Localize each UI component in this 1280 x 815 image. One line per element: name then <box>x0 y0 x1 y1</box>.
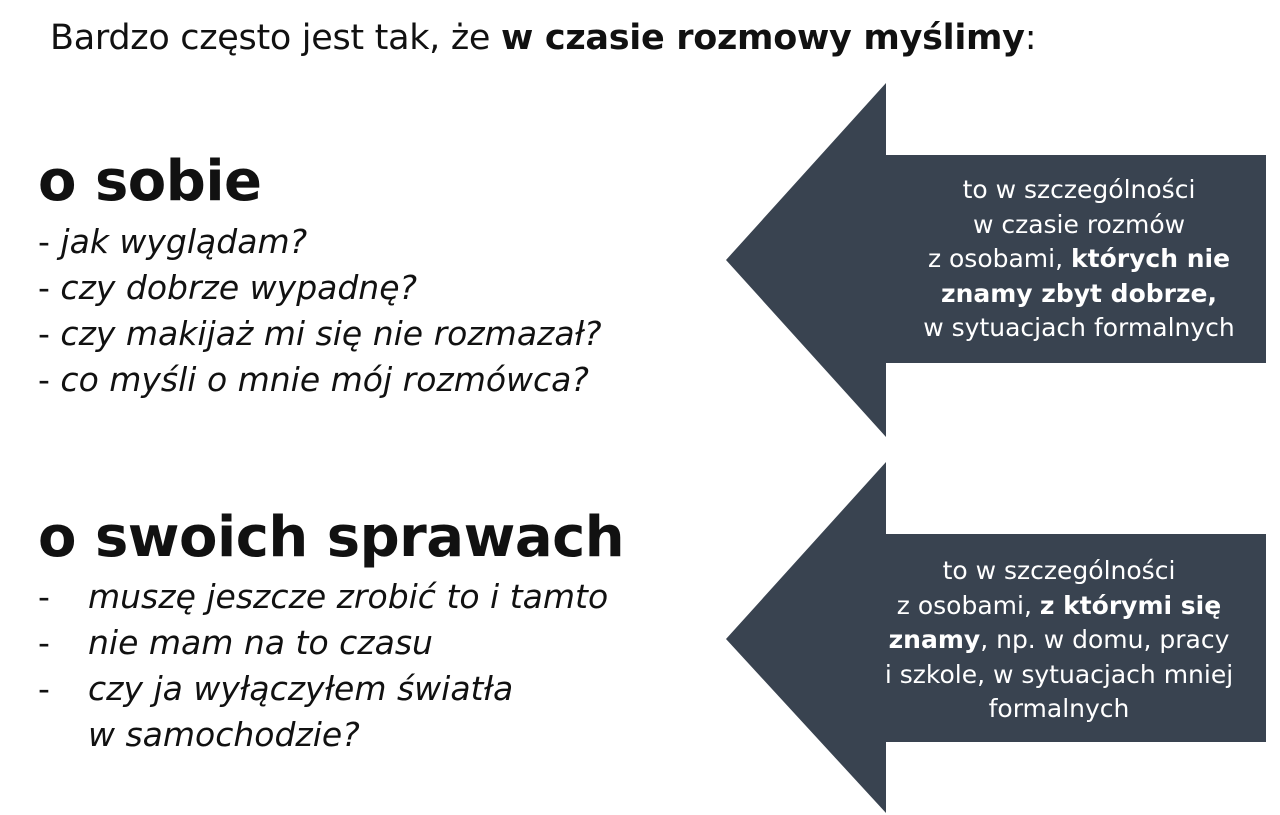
arrow-callout-1: to w szczególności w czasie rozmów z oso… <box>726 83 1266 437</box>
arrow-callout-2: to w szczególności z osobami, z którymi … <box>726 462 1266 813</box>
list-item: -czy ja wyłączyłem światła <box>38 669 514 708</box>
section1-heading: o sobie <box>38 149 262 214</box>
list-item: - czy dobrze wypadnę? <box>38 268 418 307</box>
section2-list: -muszę jeszcze zrobić to i tamto -nie ma… <box>38 574 608 758</box>
left-arrow-shape <box>726 83 1266 437</box>
left-arrow-shape <box>726 462 1266 813</box>
list-item: -nie mam na to czasu <box>38 623 433 662</box>
title-bold: w czasie rozmowy myślimy <box>500 18 1025 58</box>
slide-title: Bardzo często jest tak, że w czasie rozm… <box>50 14 1036 62</box>
list-item: w samochodzie? <box>88 715 360 754</box>
section2-heading: o swoich sprawach <box>38 505 625 570</box>
list-item: - jak wyglądam? <box>38 222 308 261</box>
section1-list: - jak wyglądam? - czy dobrze wypadnę? - … <box>38 219 602 403</box>
list-item: -muszę jeszcze zrobić to i tamto <box>38 577 609 616</box>
arrow-callout-1-text: to w szczególności w czasie rozmów z oso… <box>923 175 1235 342</box>
list-item: - czy makijaż mi się nie rozmazał? <box>38 314 602 353</box>
list-item: - co myśli o mnie mój rozmówca? <box>38 360 589 399</box>
title-suffix: : <box>1024 18 1037 58</box>
title-prefix: Bardzo często jest tak, że <box>50 18 501 58</box>
arrow-callout-2-text: to w szczególności z osobami, z którymi … <box>884 556 1234 723</box>
